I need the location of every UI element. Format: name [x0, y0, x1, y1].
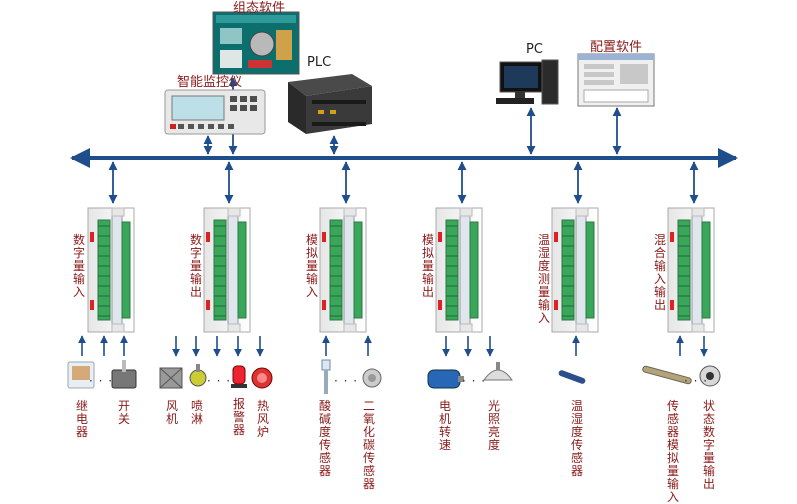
co2-sensor-image — [362, 368, 382, 388]
io-module-1 — [87, 207, 135, 333]
status-device-image — [699, 365, 721, 387]
device-label-light: 光照亮度 — [487, 399, 500, 452]
device-label-th: 温湿度传感器 — [570, 399, 583, 478]
io-module-4 — [435, 207, 483, 333]
module-label-3: 模拟量输入 — [305, 233, 318, 299]
plc-image — [288, 74, 372, 134]
label-pc: PC — [526, 42, 543, 57]
ellipsis-6: · · · — [684, 374, 709, 388]
device-label-status-digital: 状态数字量输出 — [702, 399, 715, 491]
device-label-fan: 风机 — [165, 399, 178, 426]
scada-screen-image — [212, 11, 300, 75]
device-label-sprinkler: 喷淋 — [190, 399, 203, 426]
module-label-1: 数字量输入 — [72, 233, 85, 299]
ellipsis-3: · · · — [334, 374, 359, 388]
device-label-sensor-analog: 传感器模拟量输入 — [666, 399, 679, 504]
motor-image — [427, 369, 464, 389]
device-label-co2: 二氧化碳传感器 — [362, 399, 375, 491]
heater-image — [251, 367, 273, 389]
light-lamp-image — [483, 362, 513, 381]
ellipsis-4: · · · — [462, 374, 487, 388]
label-config-software: 配置软件 — [590, 40, 643, 55]
analog-sensor-image — [642, 365, 692, 385]
label-scada: 组态软件 — [233, 1, 286, 16]
switch-image — [111, 360, 137, 389]
module-label-6: 混合输入输出 — [653, 233, 666, 312]
label-smart-monitor: 智能监控仪 — [177, 75, 243, 90]
alarm-image — [231, 365, 247, 388]
device-label-alarm: 报警器 — [232, 397, 245, 437]
device-label-heater: 热风炉 — [256, 399, 269, 439]
io-module-2 — [203, 207, 251, 333]
io-module-5 — [551, 207, 599, 333]
module-label-2: 数字量输出 — [189, 233, 202, 299]
relay-image — [67, 361, 95, 389]
config-software-image — [577, 53, 655, 107]
module-label-5: 温湿度测量输入 — [537, 233, 550, 325]
device-label-relay: 继电器 — [75, 399, 88, 439]
io-module-6 — [667, 207, 715, 333]
pc-image — [496, 59, 559, 105]
fan-image — [159, 367, 183, 389]
th-sensor-image — [558, 370, 586, 384]
smart-monitor-image — [164, 89, 266, 135]
label-plc: PLC — [307, 55, 332, 70]
io-module-3 — [319, 207, 367, 333]
ellipsis-1: · · · — [89, 374, 114, 388]
module-label-4: 模拟量输出 — [421, 233, 434, 299]
ph-sensor-image — [321, 359, 331, 394]
device-label-ph: 酸碱度传感器 — [318, 399, 331, 478]
ellipsis-2: · · · — [207, 374, 232, 388]
device-label-motor: 电机转速 — [438, 399, 451, 452]
device-label-switch: 开关 — [117, 399, 130, 426]
sprinkler-image — [189, 364, 207, 387]
